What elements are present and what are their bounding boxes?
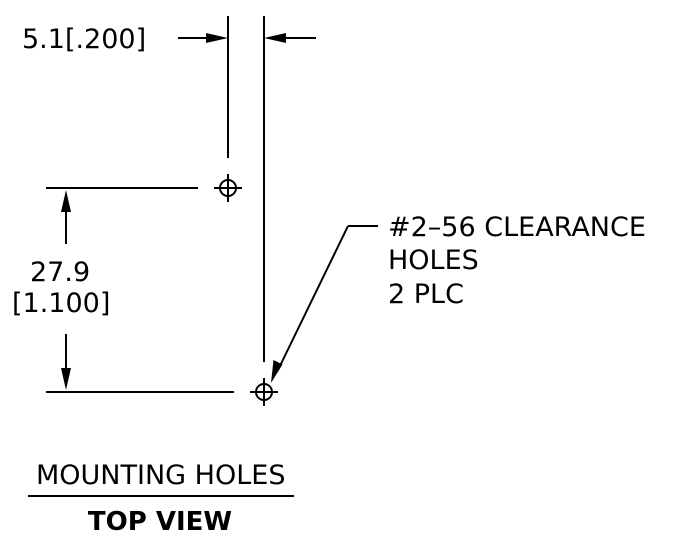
arrowhead-right <box>206 33 228 43</box>
callout-arrowhead <box>271 360 283 383</box>
vertical-dimension-imperial: [1.100] <box>12 288 110 319</box>
callout-line-2: HOLES <box>388 245 479 276</box>
upper-hole-symbol <box>214 174 242 202</box>
arrowhead-left <box>264 33 286 43</box>
lower-hole-symbol <box>250 378 278 406</box>
vertical-dimension: 27.9 [1.100] <box>12 187 234 393</box>
horizontal-dimension: 5.1[.200] <box>22 16 316 362</box>
arrowhead-up <box>61 190 71 212</box>
vertical-dimension-metric: 27.9 <box>30 257 90 288</box>
title-top: MOUNTING HOLES <box>36 460 285 491</box>
horizontal-dimension-label: 5.1[.200] <box>22 24 146 55</box>
callout-line-1: #2–56 CLEARANCE <box>388 212 646 243</box>
arrowhead-down <box>61 368 71 390</box>
callout-leader <box>271 225 378 383</box>
title-bottom: TOP VIEW <box>88 507 232 537</box>
callout-line-3: 2 PLC <box>388 279 464 310</box>
